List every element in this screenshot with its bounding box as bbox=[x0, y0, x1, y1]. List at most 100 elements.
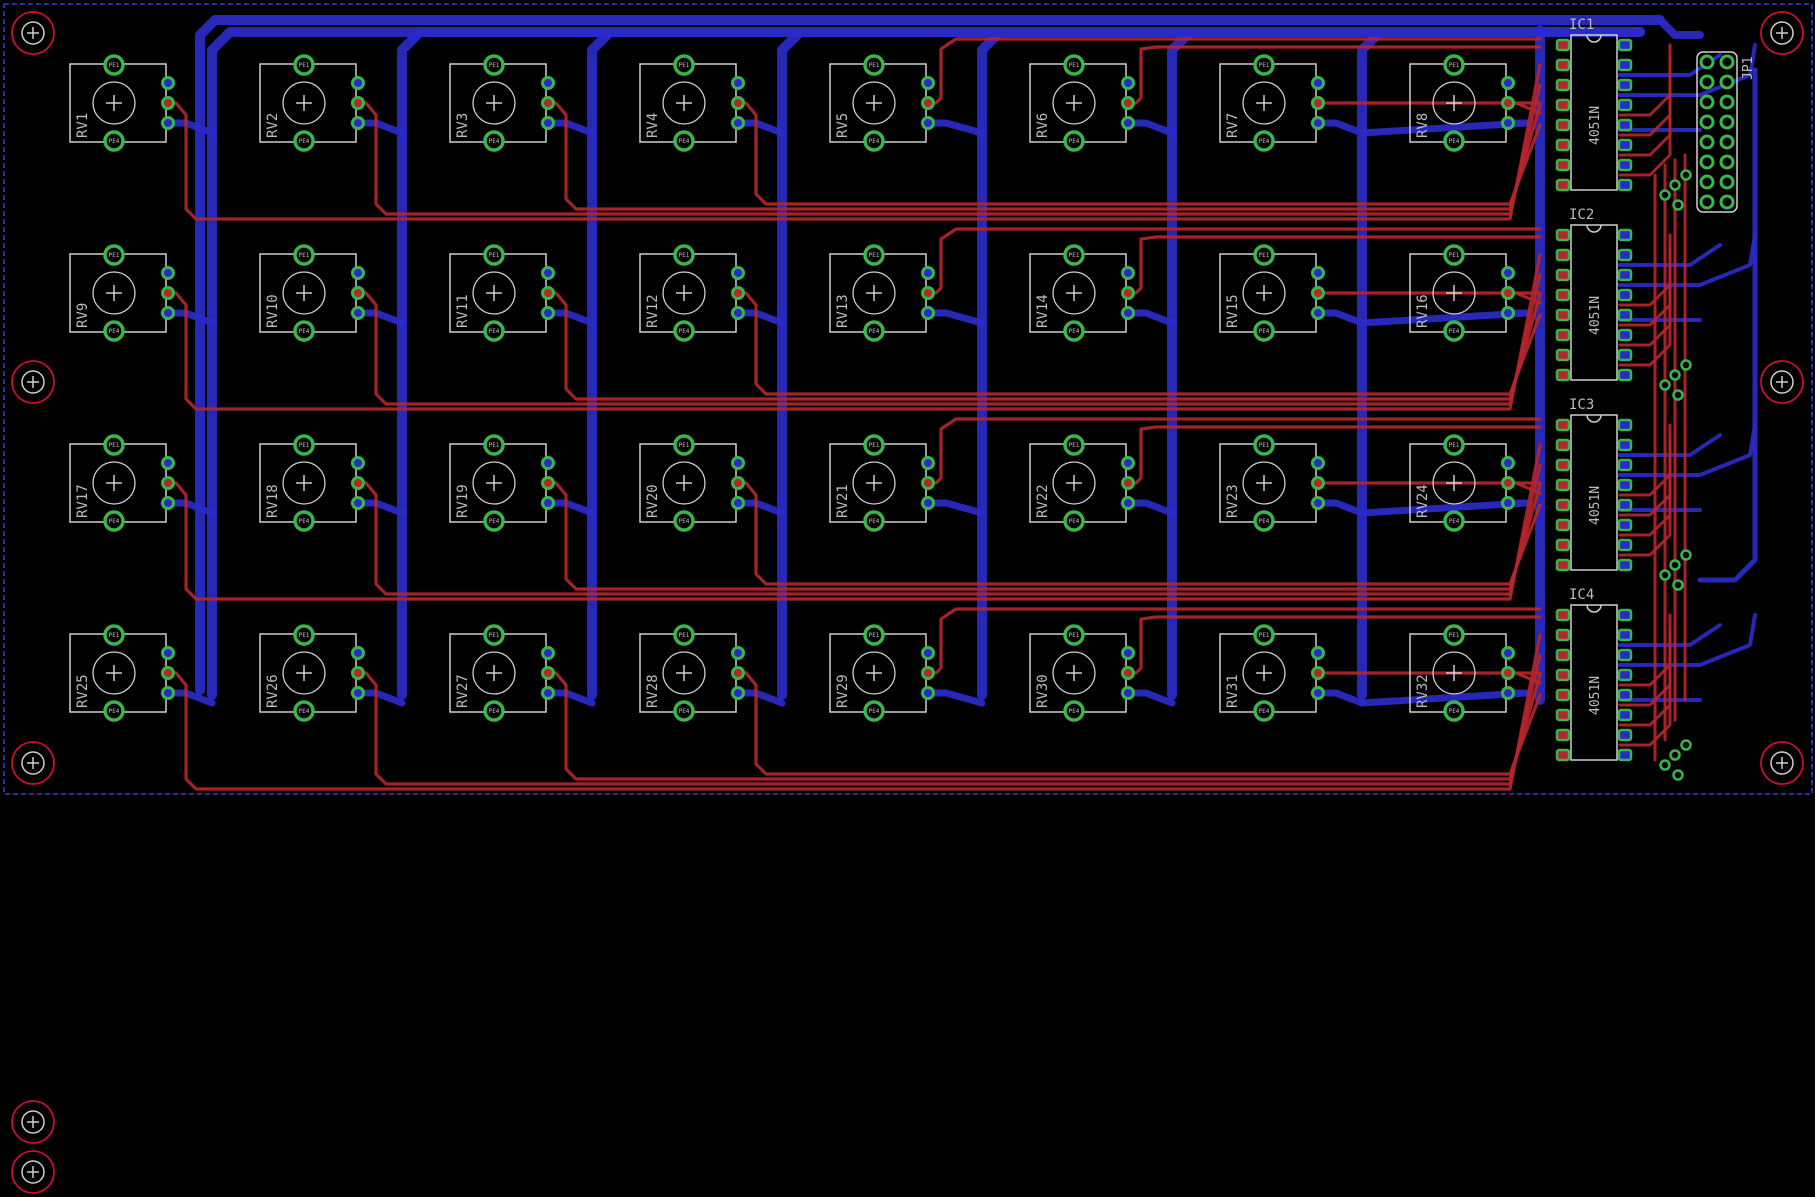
pad-label: PE1 bbox=[1069, 62, 1080, 69]
pot-label: RV7 bbox=[1225, 113, 1241, 138]
pot-knob-circle bbox=[1242, 81, 1286, 125]
pad-label: PE4 bbox=[1259, 138, 1270, 145]
mounting-hole-ring bbox=[11, 360, 55, 404]
pad-label: PE1 bbox=[109, 252, 120, 259]
pot-pin-pad bbox=[921, 306, 935, 320]
pot-pin-pad bbox=[351, 286, 365, 300]
pot-pin-pad bbox=[351, 476, 365, 490]
power-bus-trace bbox=[1357, 27, 1645, 700]
pad-label: PE4 bbox=[1449, 328, 1460, 335]
signal-trace bbox=[1134, 425, 1542, 485]
pad-label: PE1 bbox=[1259, 62, 1270, 69]
via bbox=[1672, 389, 1684, 401]
pot-pin-pad bbox=[1311, 496, 1325, 510]
pot-label: RV10 bbox=[265, 294, 281, 328]
ic-pin-pad bbox=[1555, 288, 1571, 302]
pot-pin-pad bbox=[161, 76, 175, 90]
pot-pin-pad bbox=[921, 96, 935, 110]
ic-control-trace bbox=[1618, 468, 1672, 557]
mounting-pad bbox=[863, 320, 885, 342]
pot-pin-pad bbox=[161, 496, 175, 510]
mounting-pad bbox=[293, 320, 315, 342]
pot-pin-pad bbox=[1121, 686, 1135, 700]
mounting-hole-ring bbox=[11, 741, 55, 785]
pot-pin-pad bbox=[351, 266, 365, 280]
connector-label: JP1 bbox=[1741, 57, 1756, 80]
pot-knob-circle bbox=[472, 271, 516, 315]
pot-label: RV21 bbox=[835, 484, 851, 518]
pot-pin-pad bbox=[351, 116, 365, 130]
pot-label: RV5 bbox=[835, 113, 851, 138]
pot-pin-pad bbox=[541, 266, 555, 280]
ic-control-trace bbox=[1618, 623, 1722, 647]
pot-knob-circle bbox=[1432, 81, 1476, 125]
mounting-pad bbox=[1443, 624, 1465, 646]
mounting-pad bbox=[863, 244, 885, 266]
header-pin-pad bbox=[1699, 114, 1715, 130]
pot-pin-pad bbox=[161, 686, 175, 700]
header-pin-pad bbox=[1699, 134, 1715, 150]
pad-label: PE1 bbox=[1069, 252, 1080, 259]
pot-knob-circle bbox=[1242, 651, 1286, 695]
pot-label: RV16 bbox=[1415, 294, 1431, 328]
pad-label: PE4 bbox=[679, 138, 690, 145]
pot-pin-pad bbox=[1311, 76, 1325, 90]
pot-pin-pad bbox=[1311, 96, 1325, 110]
pot-pin-pad bbox=[541, 286, 555, 300]
ic-pin-pad bbox=[1555, 688, 1571, 702]
pot-pin-pad bbox=[161, 116, 175, 130]
mounting-hole-ring bbox=[11, 1100, 55, 1144]
pad-label: PE4 bbox=[679, 708, 690, 715]
pot-pin-pad bbox=[351, 496, 365, 510]
ic-pin-pad bbox=[1555, 498, 1571, 512]
pot-knob-circle bbox=[852, 651, 896, 695]
mounting-pad bbox=[1253, 510, 1275, 532]
pot-label: RV2 bbox=[265, 113, 281, 138]
ic-pin-pad bbox=[1617, 608, 1633, 622]
pot-pin-pad bbox=[731, 666, 745, 680]
pot-pin-pad bbox=[921, 666, 935, 680]
mounting-pad bbox=[483, 700, 505, 722]
pot-knob-circle bbox=[92, 271, 136, 315]
header-pin-pad bbox=[1699, 74, 1715, 90]
via bbox=[1669, 179, 1681, 191]
pot-pin-pad bbox=[731, 646, 745, 660]
signal-trace bbox=[1134, 615, 1542, 675]
pad-label: PE1 bbox=[1069, 632, 1080, 639]
pot-knob-circle bbox=[852, 461, 896, 505]
mounting-pad bbox=[483, 244, 505, 266]
ic-body bbox=[1570, 604, 1618, 761]
pot-pin-pad bbox=[1311, 456, 1325, 470]
pad-label: PE1 bbox=[109, 442, 120, 449]
mounting-pad bbox=[103, 130, 125, 152]
pad-label: PE1 bbox=[1069, 442, 1080, 449]
pot-pin-pad bbox=[161, 456, 175, 470]
mounting-pad bbox=[293, 54, 315, 76]
ic-pin-pad bbox=[1555, 478, 1571, 492]
pot-pin-pad bbox=[921, 646, 935, 660]
pot-pin-pad bbox=[541, 666, 555, 680]
pad-label: PE1 bbox=[1449, 252, 1460, 259]
via bbox=[1659, 759, 1671, 771]
ic-pin-pad bbox=[1617, 748, 1633, 762]
header-pin-pad bbox=[1699, 174, 1715, 190]
pot-pin-pad bbox=[1501, 456, 1515, 470]
ic-control-trace bbox=[1697, 67, 1758, 583]
pot-pin-pad bbox=[1501, 476, 1515, 490]
header-pin-pad bbox=[1699, 54, 1715, 70]
pot-pin-pad bbox=[1121, 456, 1135, 470]
